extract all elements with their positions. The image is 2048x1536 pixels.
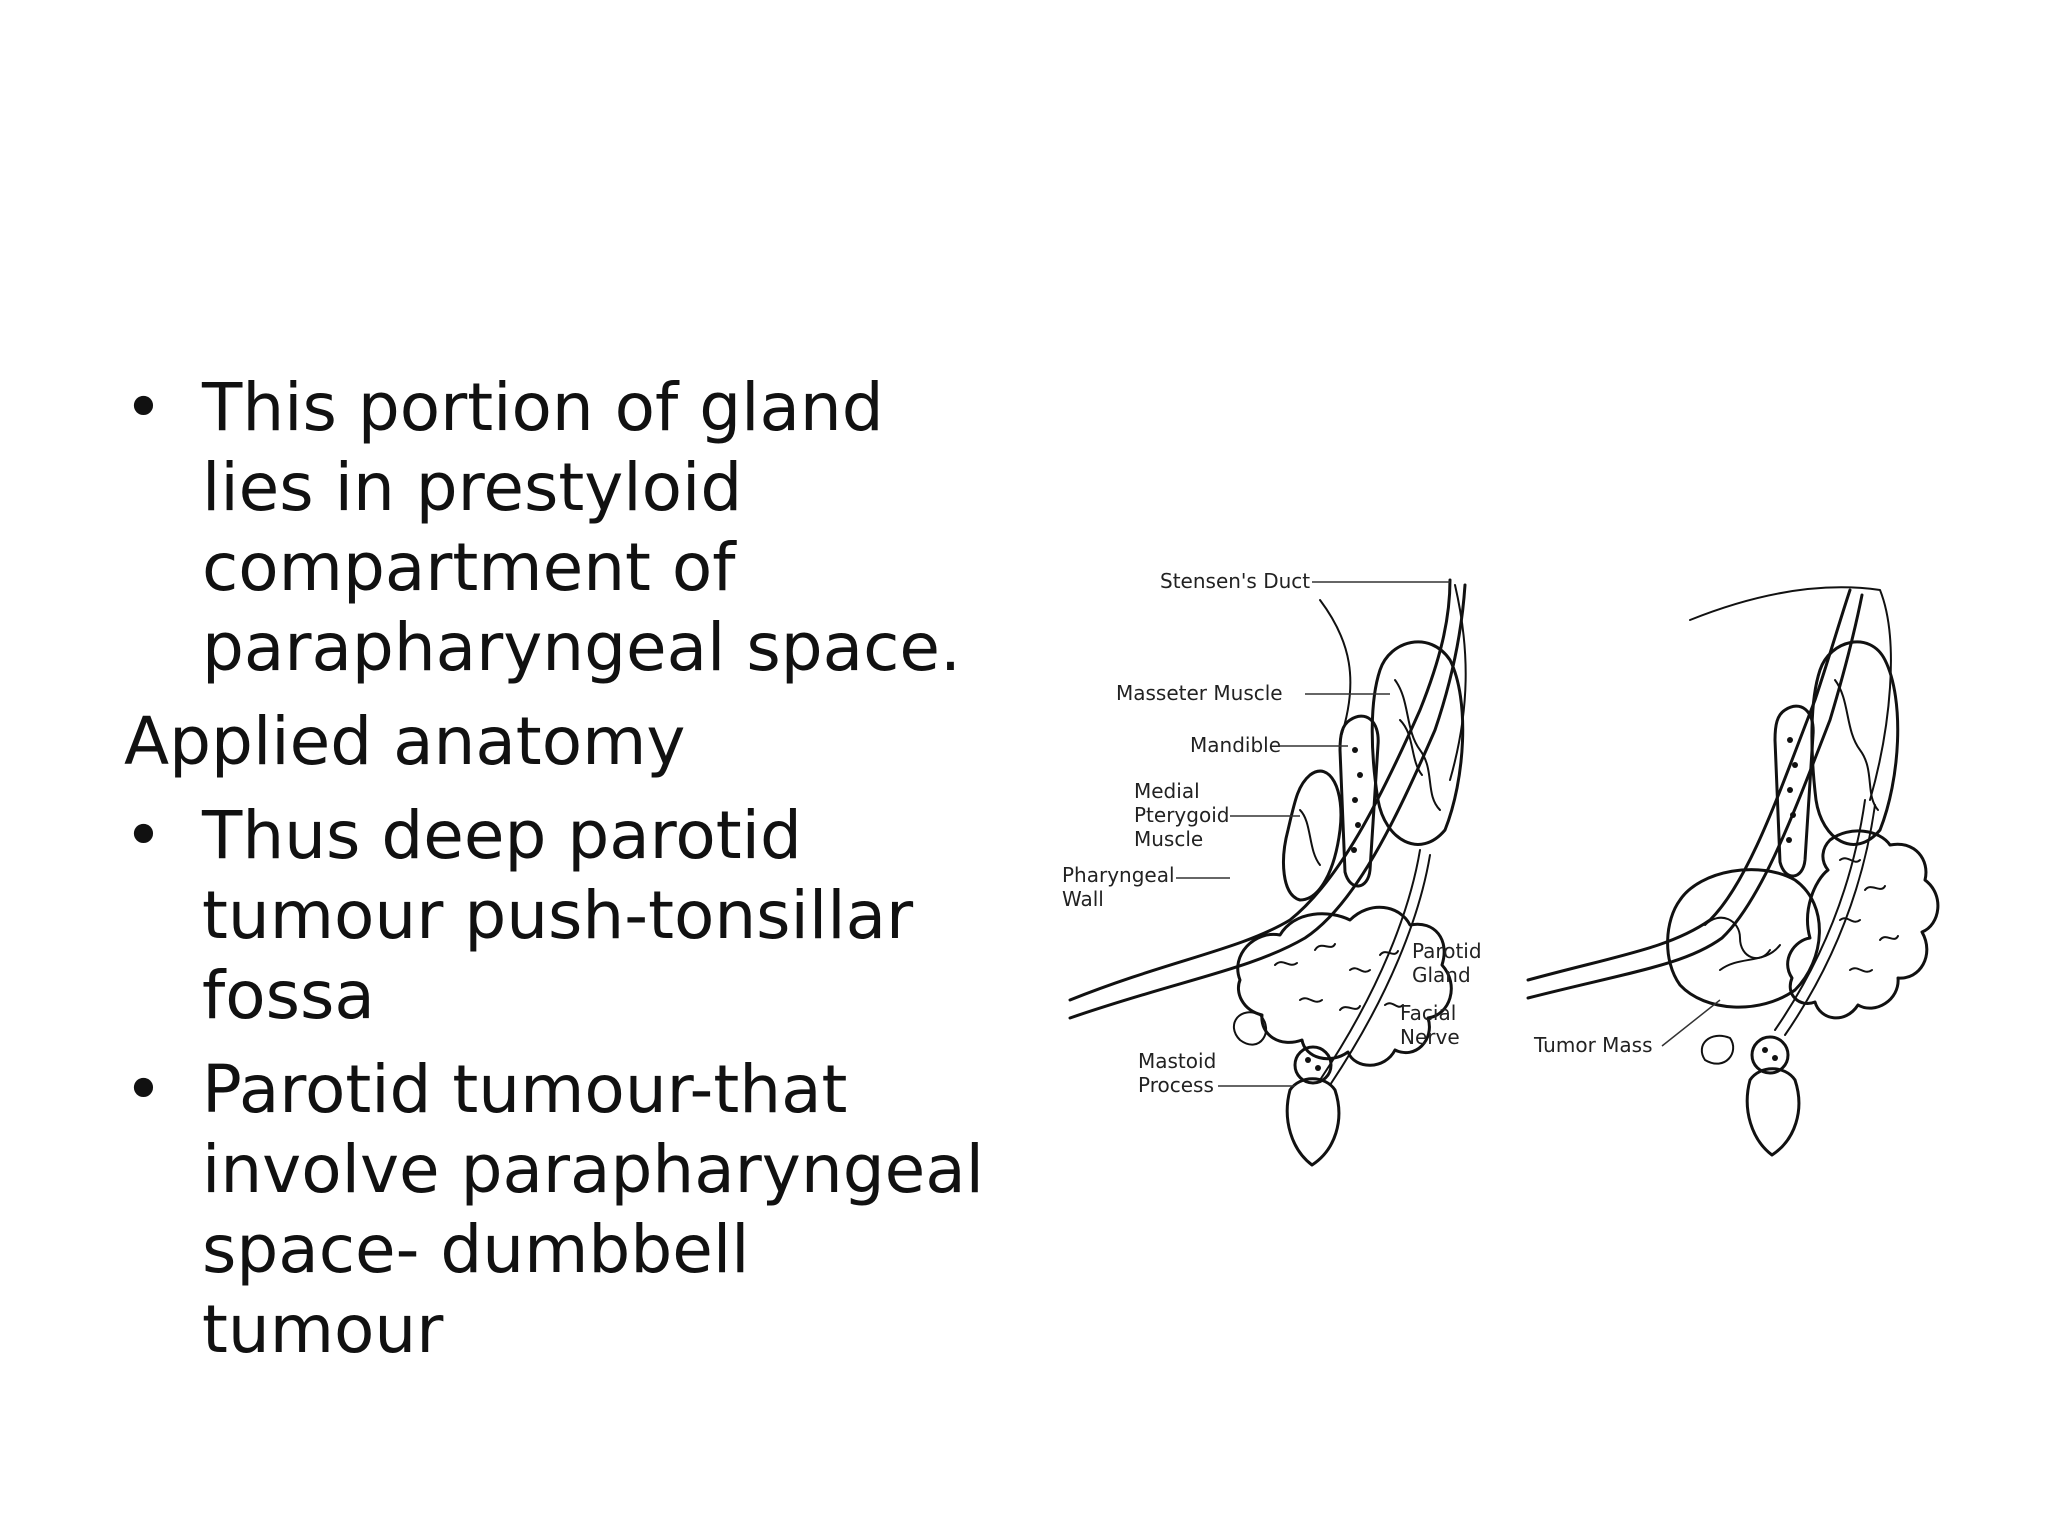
label-mandible: Mandible (1190, 733, 1281, 757)
section-heading: Applied anatomy (124, 703, 686, 780)
bullet-item: • This portion of gland lies in prestylo… (124, 368, 1004, 688)
label-tumor-mass: Tumor Mass (1533, 1033, 1653, 1057)
label-pharyngeal: Pharyngeal (1062, 863, 1175, 887)
bullet-item: • Thus deep parotid tumour push-tonsilla… (124, 796, 1004, 1036)
label-parotid: Parotid (1412, 939, 1482, 963)
bullet-item: • Parotid tumour-that involve parapharyn… (124, 1050, 1004, 1370)
label-masseter-muscle: Masseter Muscle (1116, 681, 1283, 705)
label-medial: Medial (1134, 779, 1200, 803)
anatomy-figure: Stensen's Duct Masseter Muscle Mandible … (1050, 560, 1970, 1180)
bullet-text-prestyloid: This portion of gland lies in prestyloid… (202, 369, 961, 686)
left-diagram: Stensen's Duct Masseter Muscle Mandible … (1062, 569, 1482, 1167)
label-wall: Wall (1062, 887, 1104, 911)
label-stensens-duct: Stensen's Duct (1160, 569, 1310, 593)
label-mastoid: Mastoid (1138, 1049, 1216, 1073)
label-pterygoid: Pterygoid (1134, 803, 1229, 827)
anatomy-illustration: Stensen's Duct Masseter Muscle Mandible … (1062, 569, 1940, 1167)
label-facial: Facial (1400, 1001, 1456, 1025)
label-process: Process (1138, 1073, 1214, 1097)
bullet-text-tonsillar: Thus deep parotid tumour push-tonsillar … (202, 797, 914, 1034)
label-gland: Gland (1412, 963, 1471, 987)
slide-text-block: • This portion of gland lies in prestylo… (124, 368, 1004, 1384)
bullet-text-dumbbell: Parotid tumour-that involve parapharynge… (202, 1051, 984, 1368)
bullet-symbol: • (124, 369, 163, 446)
bullet-symbol: • (124, 1051, 163, 1128)
label-muscle: Muscle (1134, 827, 1203, 851)
right-diagram: Tumor Mass (1526, 586, 1940, 1157)
bullet-symbol: • (124, 797, 163, 874)
label-nerve: Nerve (1400, 1025, 1460, 1049)
